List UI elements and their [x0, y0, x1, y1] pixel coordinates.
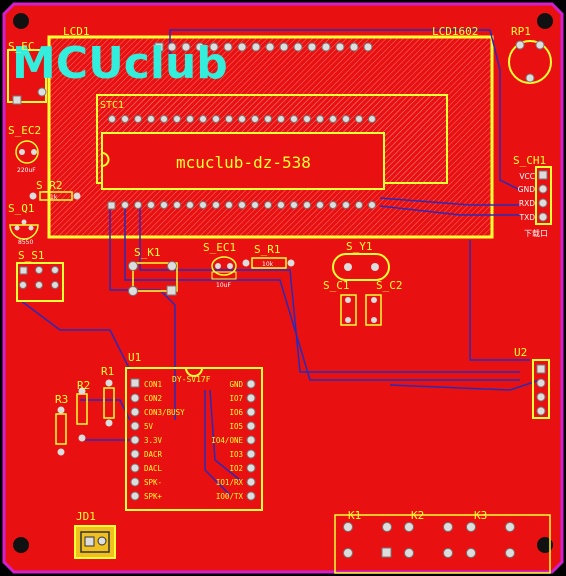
- s-ch1-pin-label: VCC: [519, 172, 535, 181]
- label-u1-module: DY-SV17F: [172, 375, 211, 384]
- u1-pin-label: GND: [229, 380, 243, 389]
- u1-pin-label: IO6: [229, 408, 243, 417]
- label-stc1: STC1: [100, 100, 124, 111]
- label-k1: K1: [348, 509, 361, 522]
- s-ch1-pin-label: TXD: [519, 213, 536, 222]
- s-ch1-pin-label: GND: [518, 185, 535, 194]
- u1-pin-label: DACR: [144, 450, 163, 459]
- u1-pin-label: IO1/RX: [216, 478, 244, 487]
- s-q1-outline: [9, 224, 39, 240]
- label-s-r2: S_R2: [36, 179, 63, 192]
- u1-pin-label: SPK-: [144, 478, 162, 487]
- label-s-ec: S_EC: [8, 40, 35, 53]
- u1-pin-label: IO5: [229, 422, 243, 431]
- u1-pin-label: 3.3V: [144, 436, 163, 445]
- s-ec2-outline: [15, 140, 39, 164]
- s-r2-value: 1k: [50, 194, 58, 201]
- traces: [19, 29, 541, 496]
- label-lcd1: LCD1: [63, 25, 90, 38]
- label-lcd1602: LCD1602: [432, 25, 478, 38]
- u1-pin-label: CON3/BUSY: [144, 408, 185, 417]
- s-ch1-outline: [535, 166, 552, 225]
- label-s-r1: S_R1: [254, 243, 281, 256]
- label-s-ec1: S_EC1: [203, 241, 236, 254]
- label-s-k1: S_K1: [134, 246, 161, 259]
- label-r3: R3: [55, 393, 68, 406]
- label-jd1: JD1: [76, 510, 96, 523]
- s-ch1-pin-label: RXD: [519, 199, 535, 208]
- label-rp1: RP1: [511, 25, 531, 38]
- label-s-ec2: S_EC2: [8, 124, 41, 137]
- label-s-q1: S_Q1: [8, 202, 35, 215]
- lcd-header-pads: [154, 42, 373, 52]
- label-s-y1: S_Y1: [346, 240, 373, 253]
- label-u1: U1: [128, 351, 141, 364]
- s-q1-value: 8550: [18, 239, 33, 246]
- u1-pin-label: SPK+: [144, 492, 163, 501]
- s-c2-outline: [365, 294, 382, 326]
- label-s-c2: S_C2: [376, 279, 403, 292]
- s-k1-outline: [132, 262, 178, 292]
- s-ec1-outline: [211, 256, 237, 276]
- u1-pin-label: IO2: [229, 464, 243, 473]
- label-k2: K2: [411, 509, 424, 522]
- label-r1: R1: [101, 365, 114, 378]
- keys-pads: [343, 522, 515, 558]
- s-r2-outline: [39, 191, 73, 201]
- s-s1-outline: [16, 262, 64, 302]
- s-r1-outline: [251, 257, 287, 269]
- s-r1-value: 10k: [262, 261, 274, 268]
- label-u2: U2: [514, 346, 527, 359]
- u2-outline: [532, 359, 550, 419]
- s-ec-outline: [7, 49, 47, 103]
- stc1-pads-top: [108, 115, 376, 123]
- label-r2: R2: [77, 379, 90, 392]
- u1-left-pads: [130, 378, 140, 501]
- keys-area-outline: [334, 514, 551, 574]
- r3-outline: [55, 413, 67, 445]
- u1-right-pads: [246, 379, 256, 501]
- stc1-pads-bottom: [107, 201, 376, 210]
- s-c1-outline: [340, 294, 357, 326]
- u1-pin-label: IO4/ONE: [211, 436, 243, 445]
- chip-label: mcuclub-dz-538: [176, 153, 311, 172]
- u1-outline: [125, 367, 263, 511]
- mounting-holes: [13, 13, 553, 553]
- r1-outline: [103, 387, 115, 419]
- u1-pin-label: DACL: [144, 464, 163, 473]
- s-ec2-value: 220uF: [17, 167, 36, 174]
- s-ch1-note: 下载口: [524, 228, 548, 238]
- label-s-c1: S_C1: [323, 279, 350, 292]
- logo-text: MCUclub: [12, 38, 228, 89]
- s-ec1-value: 10uF: [216, 282, 231, 289]
- label-s-s1: S_S1: [18, 249, 45, 262]
- u1-pin-label: CON1: [144, 380, 162, 389]
- rp1-outline: [508, 40, 552, 84]
- u1-pin-label: 5V: [144, 422, 154, 431]
- u1-pin-label: IO3: [229, 450, 243, 459]
- u1-pin-label: CON2: [144, 394, 162, 403]
- u1-pin-label: IO7: [229, 394, 243, 403]
- u1-pin-label: IO0/TX: [216, 492, 244, 501]
- stc1-outline: [101, 132, 385, 190]
- label-k3: K3: [474, 509, 487, 522]
- label-s-ch1: S_CH1: [513, 154, 546, 167]
- s-y1-outline: [332, 253, 390, 281]
